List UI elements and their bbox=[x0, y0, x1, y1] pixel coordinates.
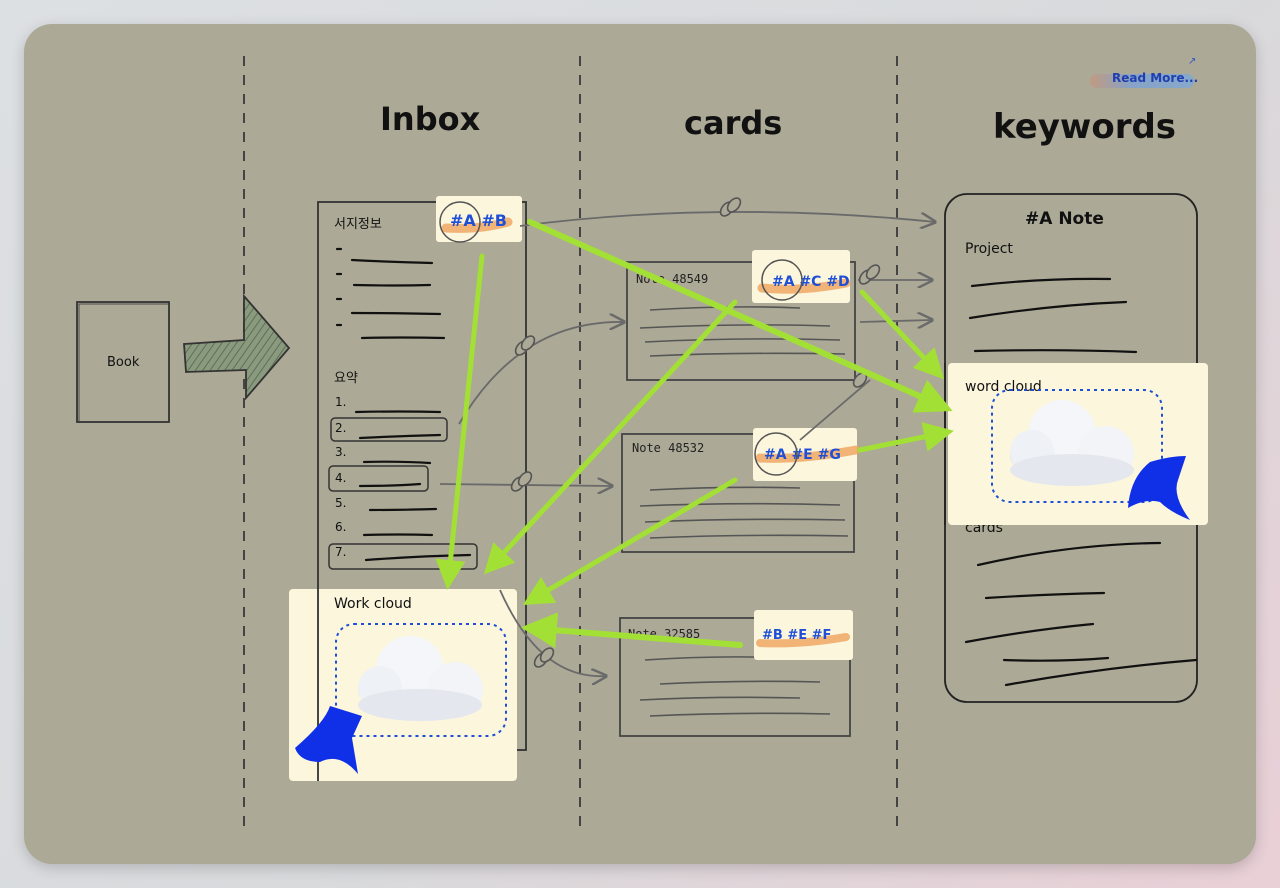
link-icon bbox=[858, 264, 881, 285]
link-icon bbox=[514, 335, 536, 356]
keyword-panel-title: #A Note bbox=[1025, 209, 1104, 229]
inbox-heading-bibliographic: 서지정보 bbox=[334, 217, 382, 232]
cloud-icon bbox=[358, 636, 483, 721]
inbox-heading-summary: 요약 bbox=[334, 371, 358, 386]
inbox-card: 서지정보 요약 1. 2. 3. 4. 5. 6. 7. bbox=[317, 196, 527, 751]
book-box: Book bbox=[76, 301, 170, 423]
read-more-link[interactable]: Read More... ↗ bbox=[1090, 56, 1198, 90]
note-tags: #B #E #F bbox=[762, 628, 831, 643]
summary-number: 7. bbox=[335, 545, 346, 559]
note-card-32585: Note 32585 #B #E #F bbox=[619, 610, 853, 737]
column-title-inbox: Inbox bbox=[380, 100, 481, 138]
external-link-icon: ↗ bbox=[1188, 56, 1197, 67]
note-card-48532: Note 48532 #A #E #G bbox=[621, 428, 861, 553]
column-title-cards: cards bbox=[684, 104, 782, 142]
book-label: Book bbox=[107, 355, 140, 370]
book-to-inbox-arrow bbox=[183, 293, 291, 401]
note-title: Note 48532 bbox=[632, 441, 704, 455]
work-cloud-label: Work cloud bbox=[334, 596, 412, 612]
link-icon bbox=[533, 647, 555, 668]
column-title-keywords: keywords bbox=[993, 107, 1176, 147]
cursor-icon bbox=[1128, 456, 1190, 520]
cloud-icon bbox=[1010, 400, 1134, 486]
summary-number: 5. bbox=[335, 496, 346, 510]
summary-number: 2. bbox=[335, 421, 346, 435]
link-icon bbox=[510, 471, 533, 492]
link-icon bbox=[719, 197, 742, 217]
word-cloud-panel: word cloud bbox=[944, 363, 1208, 525]
note-tags: #A #C #D bbox=[772, 274, 850, 290]
summary-number: 6. bbox=[335, 520, 346, 534]
keyword-panel-project: Project bbox=[965, 241, 1013, 257]
summary-number: 3. bbox=[335, 445, 346, 459]
summary-number: 4. bbox=[335, 471, 346, 485]
summary-numbers: 1. 2. 3. 4. 5. 6. 7. bbox=[335, 395, 346, 559]
word-cloud-label: word cloud bbox=[965, 379, 1042, 395]
work-cloud-panel: Work cloud bbox=[289, 589, 517, 781]
inbox-tags: #A #B bbox=[450, 211, 507, 230]
link-icons bbox=[510, 197, 881, 668]
read-more-label: Read More... bbox=[1112, 71, 1199, 85]
note-tags-box bbox=[754, 610, 853, 660]
read-more-highlight bbox=[1090, 74, 1194, 88]
note-tags: #A #E #G bbox=[764, 447, 841, 463]
green-arrows bbox=[435, 219, 954, 649]
cursor-icon bbox=[295, 706, 362, 774]
summary-number: 1. bbox=[335, 395, 346, 409]
